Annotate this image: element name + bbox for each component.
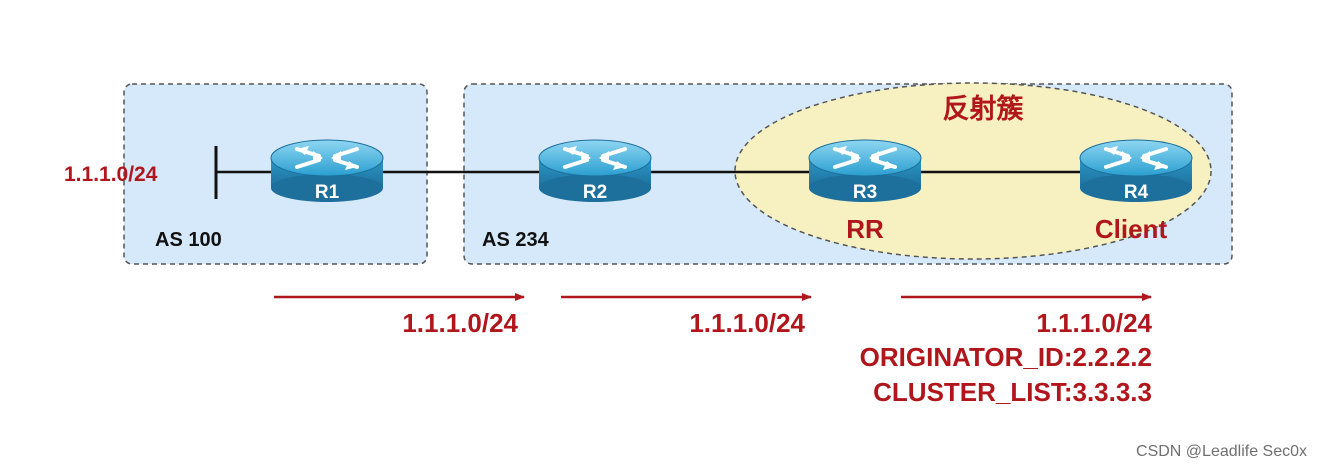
advert-3-originator-id: ORIGINATOR_ID:2.2.2.2 — [860, 342, 1152, 372]
router-r2-name: R2 — [583, 182, 607, 203]
watermark: CSDN @Leadlife Sec0x — [1136, 443, 1307, 460]
router-r4-name: R4 — [1124, 182, 1149, 203]
as-234-label: AS 234 — [482, 229, 550, 251]
router-r1-name: R1 — [315, 182, 340, 203]
cluster-label: 反射簇 — [943, 93, 1025, 124]
router-r4-role: Client — [1095, 214, 1168, 244]
router-r3-role: RR — [846, 214, 884, 244]
advert-2-prefix: 1.1.1.0/24 — [689, 308, 805, 338]
advert-1-prefix: 1.1.1.0/24 — [402, 308, 518, 338]
advert-3-cluster-list: CLUSTER_LIST:3.3.3.3 — [873, 377, 1152, 407]
as-100-label: AS 100 — [155, 229, 222, 251]
prefix-label: 1.1.1.0/24 — [64, 163, 158, 186]
advert-3-prefix: 1.1.1.0/24 — [1036, 308, 1152, 338]
router-r3-name: R3 — [853, 182, 877, 203]
